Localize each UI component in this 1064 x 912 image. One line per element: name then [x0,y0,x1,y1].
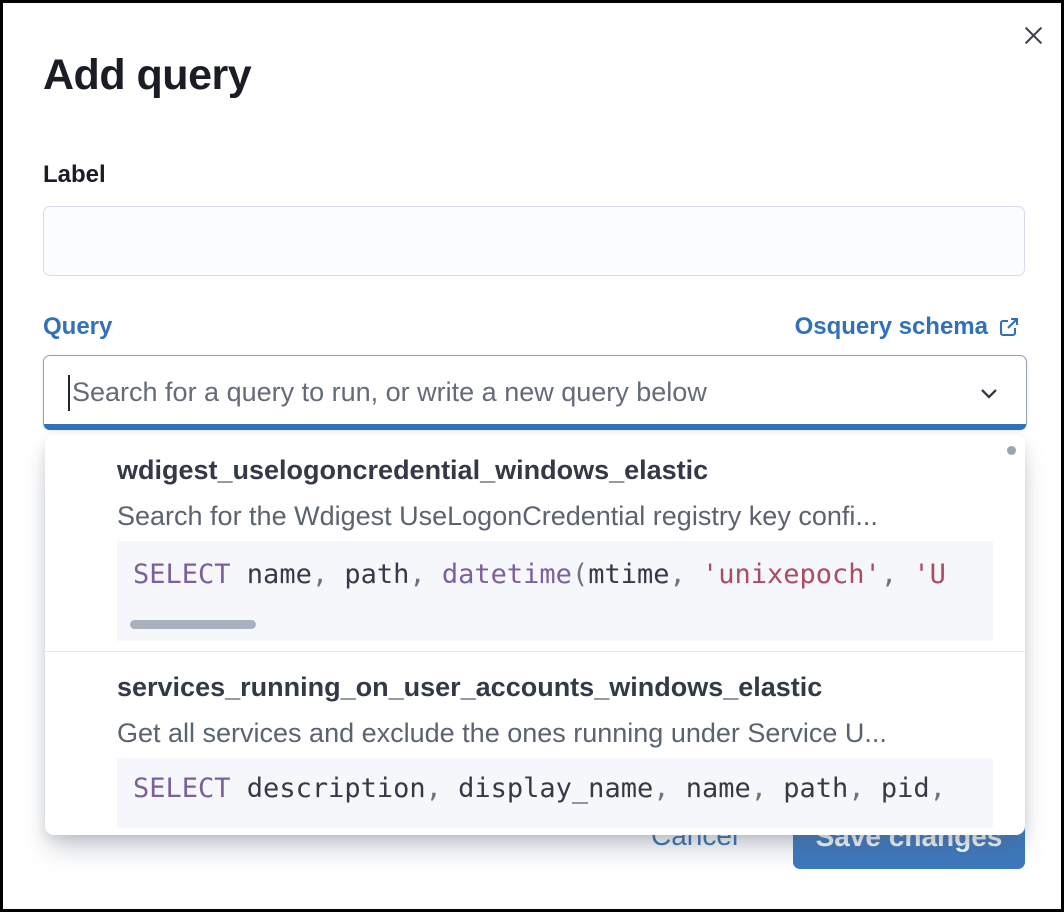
label-input[interactable] [43,206,1025,276]
external-link-icon [999,317,1019,337]
label-field-caption: Label [43,161,106,188]
option-title: services_running_on_user_accounts_window… [117,672,823,702]
query-option[interactable]: services_running_on_user_accounts_window… [45,651,1025,835]
query-option[interactable]: wdigest_uselogoncredential_windows_elast… [45,435,1025,651]
query-options-list: wdigest_uselogoncredential_windows_elast… [45,435,1025,835]
option-title: wdigest_uselogoncredential_windows_elast… [117,455,709,485]
page-title: Add query [43,51,252,99]
option-code: SELECT description, display_name, name, … [133,773,946,804]
query-search-combobox[interactable]: Search for a query to run, or write a ne… [43,355,1027,430]
vertical-scrollbar-thumb[interactable] [1007,446,1016,455]
close-icon [1024,26,1042,44]
horizontal-scrollbar-thumb[interactable] [130,620,256,629]
osquery-schema-link[interactable]: Osquery schema [795,313,1021,341]
query-field-caption: Query [43,313,113,340]
chevron-down-icon[interactable] [972,376,1006,410]
query-suggestions-dropdown: wdigest_uselogoncredential_windows_elast… [45,435,1025,835]
query-field-header: Query Osquery schema [43,313,1021,341]
option-description: Search for the Wdigest UseLogonCredentia… [117,501,878,531]
option-code-block: SELECT description, display_name, name, … [117,758,993,828]
query-search-placeholder: Search for a query to run, or write a ne… [72,377,707,407]
option-description: Get all services and exclude the ones ru… [117,718,887,748]
option-code-block: SELECT name, path, datetime(mtime, 'unix… [117,541,993,641]
option-code: SELECT name, path, datetime(mtime, 'unix… [133,559,946,590]
osquery-schema-link-label: Osquery schema [794,313,988,340]
close-button[interactable] [1013,15,1053,55]
text-caret [68,374,70,411]
